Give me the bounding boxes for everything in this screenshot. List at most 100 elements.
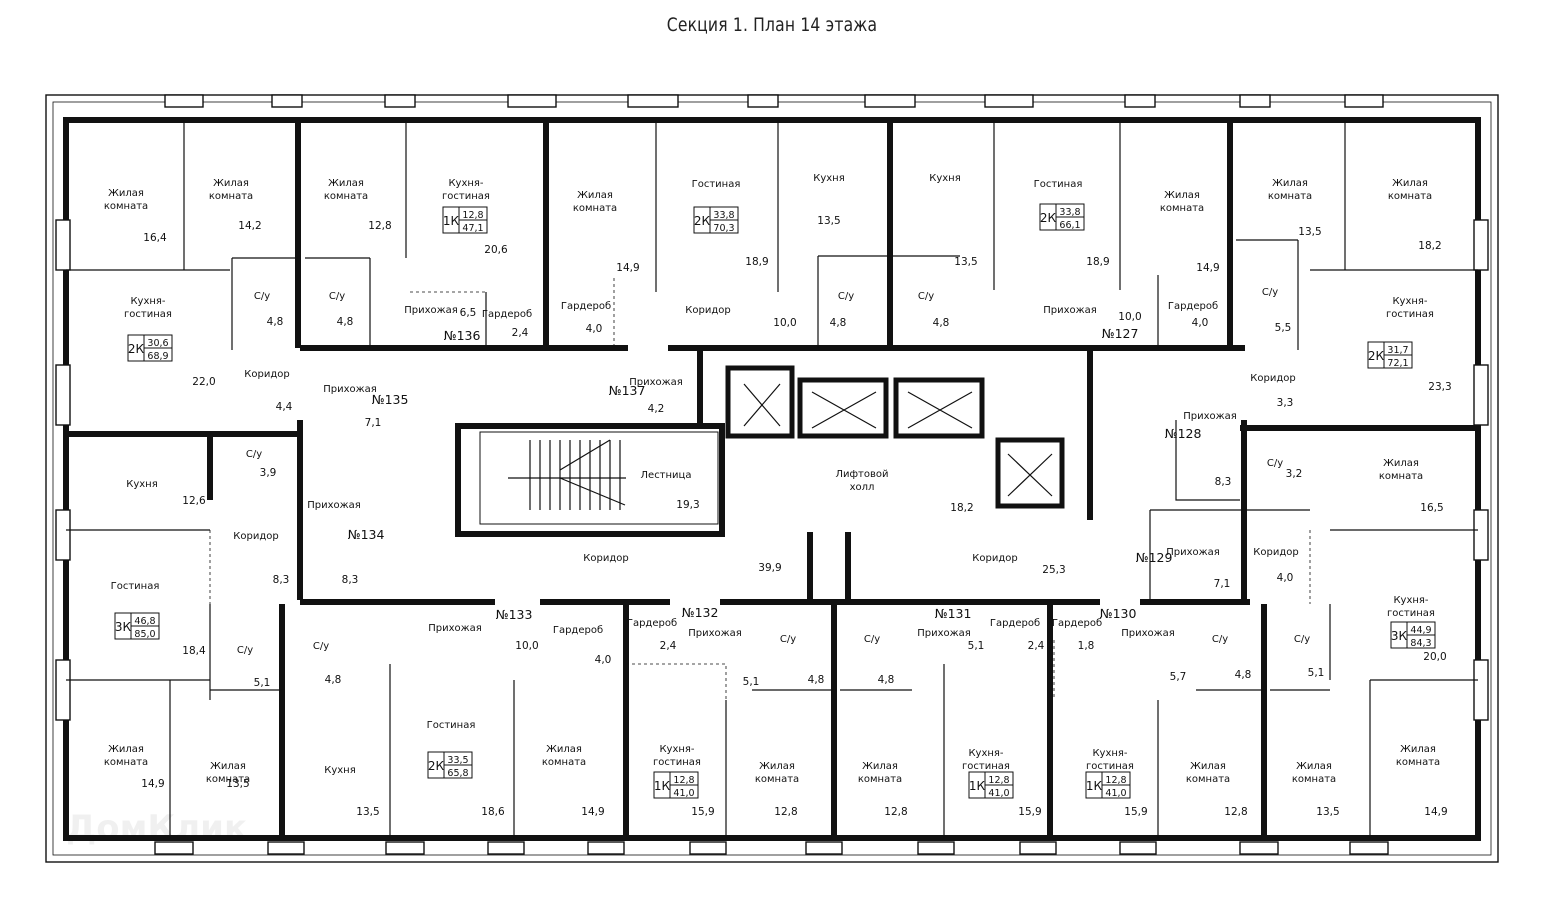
room-area: 13,5: [226, 778, 249, 790]
room-area: 39,9: [758, 562, 781, 574]
room-area: 22,0: [192, 376, 215, 388]
room-name: С/у: [918, 291, 934, 302]
room-area: 14,9: [616, 262, 639, 274]
room-name: Гардероб: [561, 301, 611, 312]
total-area: 84,3: [1410, 638, 1431, 649]
room-name: С/у: [246, 449, 262, 460]
total-area: 41,0: [1105, 788, 1126, 799]
living-area: 12,8: [462, 210, 483, 221]
apartment-number: №133: [496, 607, 533, 622]
room-name: Кухня-: [1092, 748, 1127, 759]
room-area: 19,3: [676, 499, 699, 511]
room-area: 18,9: [745, 256, 768, 268]
apartment-type: 1К: [1086, 779, 1103, 793]
room-area: 20,0: [1423, 651, 1446, 663]
room-name: Кухня: [126, 479, 158, 490]
room-area: 2,4: [1028, 640, 1045, 652]
room-area: 3,3: [1277, 397, 1294, 409]
room-area: 13,5: [1316, 806, 1339, 818]
room-area: 7,1: [365, 417, 382, 429]
exterior-wall: [63, 117, 1481, 841]
room-name: С/у: [1212, 634, 1228, 645]
room-area: 10,0: [1118, 311, 1141, 323]
room-area: 5,5: [1275, 322, 1292, 334]
room-area: 15,9: [1124, 806, 1147, 818]
room-name: комната: [1268, 191, 1312, 202]
room-area: 4,0: [595, 654, 612, 666]
room-area: 18,4: [182, 645, 206, 657]
apartment-type: 2К: [128, 342, 145, 356]
room-name: Жилая: [759, 761, 795, 772]
room-area: 4,0: [1192, 317, 1209, 329]
room-name: Гардероб: [1052, 618, 1102, 629]
room-area: 16,4: [143, 232, 167, 244]
room-area: 14,2: [238, 220, 261, 232]
total-area: 41,0: [988, 788, 1009, 799]
living-area: 33,8: [1059, 207, 1080, 218]
room-area: 13,5: [817, 215, 840, 227]
room-area: 7,1: [1214, 578, 1231, 590]
room-name: Гостиная: [427, 720, 476, 731]
room-name: гостиная: [962, 761, 1010, 772]
room-name: Прихожая: [428, 623, 482, 634]
room-area: 5,1: [743, 676, 760, 688]
apartment-type: 2К: [1040, 211, 1057, 225]
room-name: Жилая: [1392, 178, 1428, 189]
room-name: Лестница: [641, 470, 692, 481]
room-name: Кухня-: [968, 748, 1003, 759]
room-area: 16,5: [1420, 502, 1443, 514]
room-name: Жилая: [862, 761, 898, 772]
room-name: комната: [1396, 757, 1440, 768]
total-area: 70,3: [713, 223, 734, 234]
room-name: Жилая: [108, 744, 144, 755]
room-name: С/у: [1267, 458, 1283, 469]
room-area: 14,9: [1196, 262, 1219, 274]
room-name: Прихожая: [1166, 547, 1220, 558]
room-area: 12,8: [774, 806, 797, 818]
room-area: 4,2: [648, 403, 665, 415]
room-area: 2,4: [512, 327, 529, 339]
room-name: Кухня: [929, 173, 961, 184]
plan-title: Секция 1. План 14 этажа: [666, 14, 878, 36]
room-area: 14,9: [1424, 806, 1447, 818]
room-name: С/у: [313, 641, 329, 652]
room-name: Кухня: [813, 173, 845, 184]
room-name: Жилая: [1190, 761, 1226, 772]
room-area: 20,6: [484, 244, 508, 256]
room-area: 5,1: [254, 677, 271, 689]
room-name: С/у: [864, 634, 880, 645]
room-name: Жилая: [1383, 458, 1419, 469]
room-area: 12,8: [1224, 806, 1247, 818]
room-name: Прихожая: [688, 628, 742, 639]
room-name: комната: [858, 774, 902, 785]
total-area: 47,1: [462, 223, 483, 234]
room-area: 14,9: [581, 806, 604, 818]
room-name: Прихожая: [307, 500, 361, 511]
room-name: Прихожая: [323, 384, 377, 395]
room-name: Гардероб: [1168, 301, 1218, 312]
living-area: 12,8: [988, 775, 1009, 786]
room-name: гостиная: [653, 757, 701, 768]
apartment-number: №128: [1165, 426, 1202, 441]
room-name: Кухня-: [1392, 296, 1427, 307]
room-name: Гардероб: [482, 309, 532, 320]
apartment-type: 3К: [115, 620, 132, 634]
room-area: 25,3: [1042, 564, 1065, 576]
partitions: [66, 120, 1478, 838]
room-area: 13,5: [1298, 226, 1321, 238]
apartment-number: №132: [682, 605, 719, 620]
room-name: комната: [104, 757, 148, 768]
room-area: 12,6: [182, 495, 206, 507]
apartment-number: №136: [444, 328, 481, 343]
apartment-type: 1К: [443, 214, 460, 228]
windows-top: [164, 94, 1384, 108]
